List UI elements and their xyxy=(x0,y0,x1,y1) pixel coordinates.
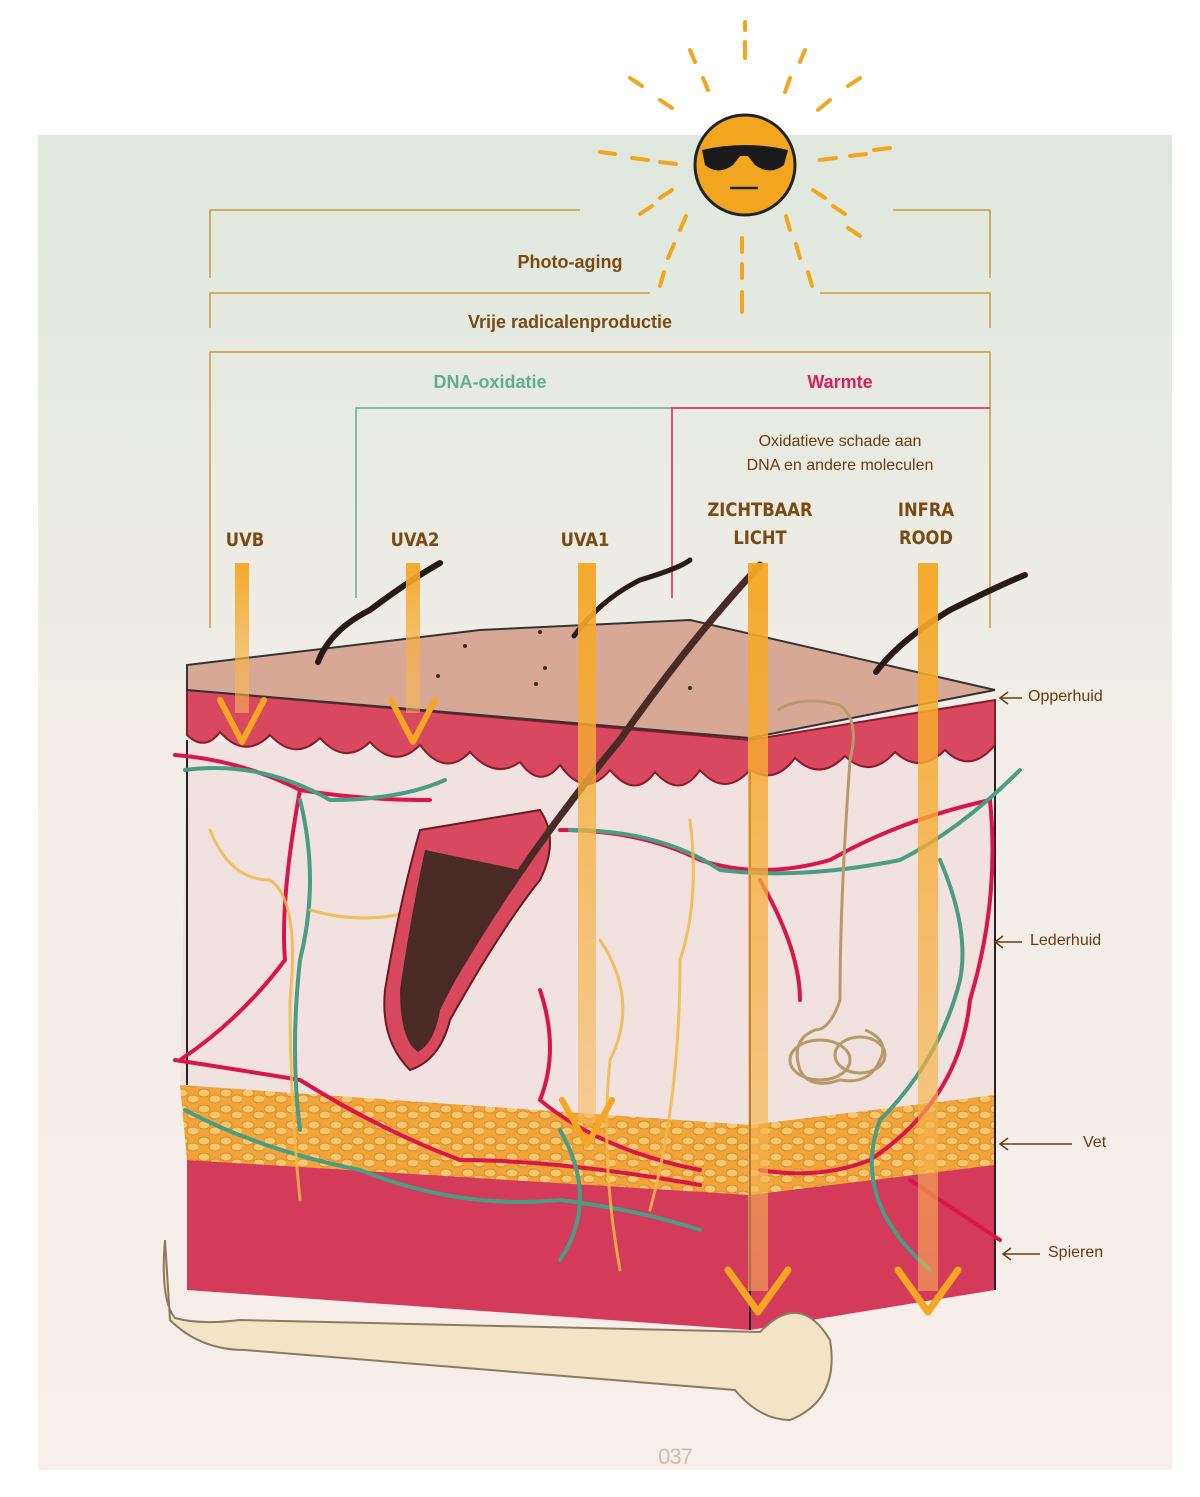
photo-aging-label: Photo-aging xyxy=(517,252,623,272)
sun-with-sunglasses-icon xyxy=(598,20,892,314)
uva2-ray xyxy=(388,563,438,745)
radiation-brackets xyxy=(209,209,991,628)
heat-label: Warmte xyxy=(807,372,873,392)
ray-label-infrared: INFRA ROOD xyxy=(897,499,955,549)
radiation-rays xyxy=(217,563,962,1316)
hair-icon xyxy=(315,557,1028,1072)
dna-oxidation-bracket xyxy=(355,407,672,598)
ray-label-uva2: UVA2 xyxy=(390,529,440,551)
oxidative-damage-note: Oxidatieve schade aan DNA en andere mole… xyxy=(746,433,934,474)
heat-bracket xyxy=(671,407,990,598)
page-number: 037 xyxy=(658,1444,693,1469)
free-radicals-label: Vrije radicalenproductie xyxy=(467,312,673,332)
layer-label-muscle: Spieren xyxy=(1048,1244,1104,1261)
layer-label-epidermis: Opperhuid xyxy=(1028,688,1103,705)
layer-label-dermis: Lederhuid xyxy=(1030,932,1102,949)
outer-bracket xyxy=(209,351,991,628)
sweat-gland-icon xyxy=(777,699,887,1085)
uva1-ray xyxy=(559,563,615,1148)
infrared-ray xyxy=(894,563,962,1316)
ray-label-uvb: UVB xyxy=(225,529,265,551)
free-radicals-bracket-right xyxy=(820,292,991,328)
photo-aging-bracket-left xyxy=(209,209,580,278)
ray-label-uva1: UVA1 xyxy=(560,529,610,551)
bone-icon xyxy=(162,1239,833,1422)
visible-light-ray xyxy=(724,563,792,1316)
uvb-ray xyxy=(217,563,267,745)
layer-label-fat: Vet xyxy=(1083,1134,1107,1151)
muscle-layer xyxy=(187,1150,995,1330)
ray-label-visible-light: ZICHTBAAR LICHT xyxy=(707,499,813,549)
photo-aging-bracket-right xyxy=(893,209,991,278)
dna-oxidation-label: DNA-oxidatie xyxy=(433,372,547,392)
free-radicals-bracket-left xyxy=(209,292,650,328)
layer-pointers xyxy=(993,691,1072,1261)
